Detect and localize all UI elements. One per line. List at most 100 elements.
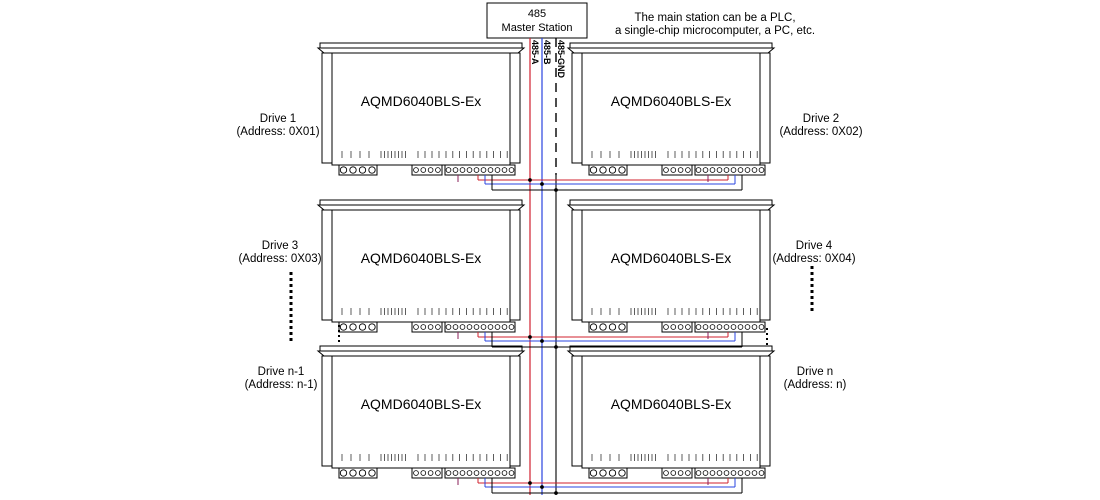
terminal-screw	[480, 167, 487, 173]
terminal-screw	[339, 166, 348, 174]
bus-junction-a	[528, 178, 532, 182]
drive-panel	[581, 52, 761, 166]
bus-junction-b	[540, 339, 544, 343]
terminal-screw	[677, 470, 684, 476]
master-note-line2: a single-chip microcomputer, a PC, etc.	[615, 25, 815, 37]
master-station-line2: Master Station	[502, 22, 573, 34]
comm-terminal-block	[694, 467, 766, 479]
terminal-screw	[501, 167, 508, 173]
terminal-screw	[677, 324, 684, 330]
drive-n-name: Drive n	[797, 366, 833, 378]
terminal-screw	[709, 324, 716, 330]
terminal-screw	[466, 324, 473, 330]
drive-top-flange	[319, 42, 523, 49]
terminal-screw	[670, 470, 677, 476]
terminal-screw	[751, 470, 758, 476]
terminal-screw	[702, 324, 709, 330]
terminal-screw	[459, 324, 466, 330]
drive-panel	[581, 209, 761, 323]
drive-2-address: (Address: 0X02)	[779, 126, 862, 138]
terminal-screw	[663, 324, 669, 330]
terminal-screw	[494, 324, 501, 330]
terminal-screw	[685, 167, 691, 173]
bus-485-b-label: 485-B	[542, 40, 552, 65]
drive-2: AQMD6040BLS-Ex	[566, 42, 776, 176]
comm-terminal-block	[444, 164, 516, 176]
terminal-screw	[695, 324, 702, 330]
comm-terminal-block	[694, 321, 766, 333]
drive-3-address: (Address: 0X03)	[238, 253, 321, 265]
terminal-screw	[589, 166, 598, 174]
drive-flange-lip	[316, 350, 526, 357]
terminal-screw	[751, 324, 758, 330]
drive-flange-lip	[316, 47, 526, 54]
drive-4-address: (Address: 0X04)	[772, 253, 855, 265]
terminal-screw	[473, 167, 480, 173]
terminal-screw	[494, 470, 501, 476]
bus-junction-gnd	[554, 188, 558, 192]
comm-terminal-block	[444, 321, 516, 333]
signal-terminal-block	[661, 467, 693, 479]
terminal-screw	[737, 324, 744, 330]
drive-top-flange	[569, 199, 773, 206]
terminal-screw	[339, 469, 348, 477]
drive-panel	[331, 355, 511, 469]
terminal-screw	[452, 167, 459, 173]
terminal-screw	[413, 470, 419, 476]
terminal-screw	[670, 167, 677, 173]
drive-n: AQMD6040BLS-Ex	[566, 345, 776, 479]
terminal-screw	[663, 167, 669, 173]
terminal-screw	[677, 167, 684, 173]
bus-junction-a	[528, 481, 532, 485]
drive-3: AQMD6040BLS-Ex	[316, 199, 526, 333]
drive-2-name: Drive 2	[803, 113, 839, 125]
drive-panel	[581, 355, 761, 469]
drive-panel	[331, 209, 511, 323]
terminal-screw	[413, 167, 419, 173]
drive-1: AQMD6040BLS-Ex	[316, 42, 526, 176]
bus-485-a-label: 485-A	[530, 40, 540, 65]
terminal-screw	[589, 323, 598, 331]
terminal-screw	[599, 323, 607, 331]
drive-model-label: AQMD6040BLS-Ex	[611, 93, 732, 109]
drive-top-flange	[569, 42, 773, 49]
terminal-screw	[737, 167, 744, 173]
drive-flange-lip	[566, 204, 776, 211]
terminal-screw	[599, 166, 607, 174]
terminal-screw	[508, 324, 515, 330]
drive-model-label: AQMD6040BLS-Ex	[611, 396, 732, 412]
bus-junction-b	[540, 485, 544, 489]
terminal-screw	[618, 323, 626, 331]
terminal-screw	[608, 469, 617, 477]
terminal-screw	[723, 167, 730, 173]
terminal-screw	[413, 324, 419, 330]
terminal-screw	[695, 167, 702, 173]
power-terminal-block	[338, 164, 378, 176]
comm-terminal-block	[694, 164, 766, 176]
drive-n-minus-1-name: Drive n-1	[258, 366, 305, 378]
master-station-line1: 485	[528, 8, 546, 20]
terminal-screw	[758, 470, 765, 476]
terminal-screw	[349, 469, 357, 477]
terminal-screw	[737, 470, 744, 476]
terminal-screw	[618, 166, 626, 174]
signal-terminal-block	[411, 164, 443, 176]
terminal-screw	[427, 167, 434, 173]
terminal-screw	[358, 166, 367, 174]
drive-1-address: (Address: 0X01)	[236, 126, 319, 138]
signal-terminal-block	[661, 321, 693, 333]
terminal-screw	[702, 167, 709, 173]
terminal-screw	[508, 470, 515, 476]
drive-flange-lip	[316, 204, 526, 211]
terminal-screw	[435, 324, 441, 330]
power-terminal-block	[588, 321, 628, 333]
bus-junction-gnd	[554, 345, 558, 349]
drive-n-minus-1-address: (Address: n-1)	[245, 379, 318, 391]
terminal-screw	[663, 470, 669, 476]
power-terminal-block	[338, 467, 378, 479]
terminal-screw	[420, 470, 427, 476]
terminal-screw	[452, 470, 459, 476]
terminal-screw	[452, 324, 459, 330]
terminal-screw	[339, 323, 348, 331]
drive-flange-lip	[566, 47, 776, 54]
